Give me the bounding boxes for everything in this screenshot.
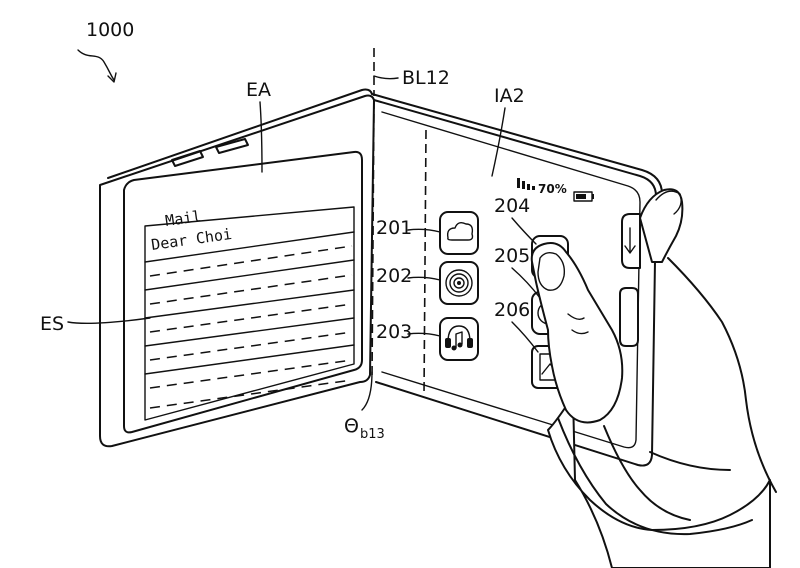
ref-201: 201	[376, 217, 412, 239]
label-es: ES	[40, 313, 64, 335]
hand-palm-edge	[557, 417, 753, 536]
ref-202: 202	[376, 265, 412, 287]
leader-204	[511, 217, 537, 245]
ref-203: 203	[376, 321, 412, 343]
left-panel: Mail Dear Choi	[99, 88, 375, 448]
left-panel-body	[99, 94, 375, 448]
leader-bl12	[373, 75, 399, 80]
leader-201	[407, 228, 441, 233]
status-bar: 70%	[517, 178, 594, 202]
left-panel-edge	[107, 88, 373, 179]
side-button-2	[215, 138, 249, 154]
ref-204: 204	[494, 195, 530, 217]
external-screen-frame	[123, 150, 363, 434]
side-slot	[619, 287, 639, 347]
figure-number: 1000	[86, 19, 134, 41]
cloud-icon	[446, 221, 474, 241]
label-ia2: IA2	[494, 85, 525, 107]
app-icon-cloud[interactable]	[439, 211, 479, 255]
hand-crease	[649, 451, 731, 471]
figure-arrow	[77, 49, 115, 81]
leader-es	[67, 317, 151, 325]
leader-205	[511, 267, 541, 299]
label-ea: EA	[246, 79, 271, 101]
hand-lower-edge	[603, 425, 691, 521]
headphones-icon	[447, 325, 471, 343]
fold-area-boundary	[423, 129, 427, 396]
side-control	[621, 213, 641, 269]
down-arrow-icon	[624, 227, 636, 254]
hand-back-edge	[667, 257, 777, 493]
ref-206: 206	[494, 299, 530, 321]
hand-illustration	[530, 188, 777, 568]
leader-ia2	[491, 107, 506, 177]
right-panel: 70%	[371, 93, 663, 467]
leader-202	[407, 276, 441, 281]
leader-ea	[259, 101, 263, 173]
signal-icon	[517, 178, 520, 188]
thumb	[639, 188, 684, 263]
right-panel-body	[373, 99, 657, 467]
mail-title: Mail	[164, 207, 202, 230]
leader-206	[511, 321, 539, 353]
fold-line	[371, 99, 375, 381]
ref-205: 205	[494, 245, 530, 267]
fingernail	[537, 251, 566, 291]
leader-theta	[361, 371, 373, 411]
battery-percent: 70%	[538, 182, 567, 196]
label-bl12: BL12	[402, 67, 450, 89]
leader-203	[407, 332, 441, 337]
label-theta-subscript: b13	[360, 427, 385, 442]
app-icon-headphones[interactable]	[439, 317, 479, 361]
mail-window	[144, 206, 355, 421]
disc-icon	[445, 269, 473, 297]
figure-arrow-head	[107, 72, 117, 83]
app-icon-disc[interactable]	[439, 261, 479, 305]
label-theta: Θ	[344, 415, 359, 437]
mail-greeting: Dear Choi	[150, 225, 233, 254]
